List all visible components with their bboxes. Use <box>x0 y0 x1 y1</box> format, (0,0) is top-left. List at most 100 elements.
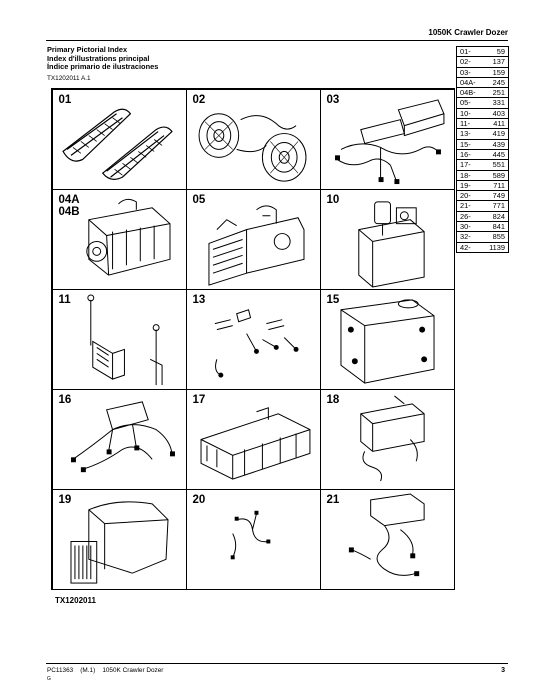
index-page: 824 <box>492 211 505 221</box>
index-page: 771 <box>492 201 505 211</box>
header-divider <box>46 40 508 41</box>
index-page: 245 <box>492 77 505 87</box>
index-row[interactable]: 18- 589 <box>457 171 508 181</box>
footer-mark: G <box>47 676 51 682</box>
cell-label: 01 <box>58 93 72 106</box>
frame-illustration <box>207 204 304 286</box>
index-row[interactable]: 19- 711 <box>457 180 508 192</box>
title-spanish: Índice primario de ilustraciones <box>47 62 159 72</box>
index-code: 04B- <box>460 88 476 98</box>
index-row[interactable]: 11-411 <box>457 119 508 130</box>
index-cell-main-frame[interactable]: 17 <box>185 388 321 490</box>
index-code: 13- <box>460 129 471 139</box>
index-code: 19- <box>460 180 471 190</box>
index-cell-tracks[interactable]: 01 <box>51 88 187 190</box>
cell-label: 02 <box>192 93 206 106</box>
index-row[interactable]: 04A- 245 <box>457 77 508 89</box>
index-row[interactable]: 21- 771 <box>457 201 508 212</box>
index-cell-frame[interactable]: 05 <box>185 188 321 290</box>
index-code: 02- <box>460 57 471 67</box>
index-code: 01- <box>460 47 471 56</box>
index-code: 04A- <box>460 77 476 87</box>
index-row[interactable]: 13-419 <box>457 129 508 140</box>
page-index-table: 01- 59 02- 137 03-159 04A- 245 04B- 251 05-3… <box>456 46 509 253</box>
index-row[interactable]: 15-439 <box>457 140 508 150</box>
index-code: 18- <box>460 170 471 180</box>
index-cell-electrical[interactable]: 03 <box>319 88 455 190</box>
harness-illustration <box>70 400 175 472</box>
tank-illustration <box>357 200 425 288</box>
cab-illustration <box>69 500 169 584</box>
index-row[interactable]: 03-159 <box>457 68 508 78</box>
index-row[interactable]: 20- 749 <box>457 191 508 202</box>
footer-divider <box>46 663 508 664</box>
index-row[interactable]: 26- 824 <box>457 211 508 223</box>
index-titles: Primary Pictorial Index Index d'illustra… <box>47 45 159 72</box>
main-frame-illustration <box>200 406 310 480</box>
cell-label: 10 <box>326 193 340 206</box>
index-row[interactable]: 02- 137 <box>457 57 508 68</box>
footer-title: 1050K Crawler Dozer <box>102 667 164 674</box>
index-page: 711 <box>493 180 505 190</box>
index-row[interactable]: 32- 855 <box>457 232 508 243</box>
index-code: 16- <box>460 149 471 159</box>
cell-label: 05 <box>192 193 206 206</box>
linkage-illustration <box>214 308 299 378</box>
title-english: Primary Pictorial Index <box>47 45 128 54</box>
track-illustration <box>61 108 173 180</box>
fuel-tank-illustration <box>339 298 435 384</box>
engine-illustration <box>85 198 170 276</box>
cell-label: 16 <box>58 393 72 406</box>
index-row[interactable]: 01- 59 <box>457 47 508 58</box>
index-cell-hvac[interactable]: 18 <box>319 388 455 490</box>
electrical-illustration <box>334 98 445 184</box>
index-row[interactable]: 10-403 <box>457 108 508 120</box>
index-page: 1139 <box>489 242 505 252</box>
index-cell-final-drives[interactable]: 02 <box>185 88 321 190</box>
index-row[interactable]: 42-1139 <box>457 243 508 253</box>
index-row[interactable]: 05-331 <box>457 98 508 109</box>
index-page: 251 <box>492 88 505 98</box>
index-row[interactable]: 16-445 <box>457 149 508 161</box>
index-code: 03- <box>460 67 471 77</box>
index-row[interactable]: 30-841 <box>457 222 508 233</box>
index-page: 59 <box>496 47 505 56</box>
index-cell-cab-wiring[interactable]: 21 <box>319 488 455 590</box>
cab-wiring-illustration <box>348 492 425 576</box>
index-page: 137 <box>492 57 505 67</box>
index-code: 20- <box>460 191 471 201</box>
index-cell-controls[interactable]: 11 <box>51 288 187 390</box>
index-cell-linkage[interactable]: 13 <box>185 288 321 390</box>
cell-label: 18 <box>326 393 340 406</box>
cell-label: 15 <box>326 293 340 306</box>
title-french: Index d'illustrations principal <box>47 53 150 63</box>
cab-harness-illustration <box>230 510 270 559</box>
index-cell-cab[interactable]: 19 <box>51 488 187 590</box>
index-cell-harness[interactable]: 16 <box>51 388 187 490</box>
index-cell-fuel-tank[interactable]: 15 <box>319 288 455 390</box>
cell-label: 17 <box>192 393 206 406</box>
index-code: 21- <box>460 201 471 211</box>
index-cell-hydraulic-tank[interactable]: 10 <box>319 188 455 290</box>
cell-label-line: 04A <box>58 193 80 206</box>
index-page: 589 <box>492 170 505 180</box>
page-number: 3 <box>501 667 505 674</box>
index-page: 403 <box>492 108 505 118</box>
index-row[interactable]: 17- 551 <box>457 160 508 171</box>
final-drive-illustration <box>198 112 306 182</box>
cell-label: 13 <box>192 293 206 306</box>
index-page: 855 <box>492 232 505 242</box>
footer-info: PC11363 (M.1) 1050K Crawler Dozer <box>47 667 163 674</box>
index-page: 749 <box>492 191 505 201</box>
index-page: 551 <box>492 160 505 170</box>
index-row[interactable]: 04B- 251 <box>457 88 508 99</box>
figure-reference: TX1202011 A.1 <box>47 75 91 82</box>
index-page: 331 <box>492 98 505 108</box>
index-code: 17- <box>460 160 471 170</box>
index-code: 26- <box>460 211 471 221</box>
index-code: 32- <box>460 232 471 242</box>
index-code: 15- <box>460 139 471 149</box>
index-cell-cab-harness[interactable]: 20 <box>185 488 321 590</box>
